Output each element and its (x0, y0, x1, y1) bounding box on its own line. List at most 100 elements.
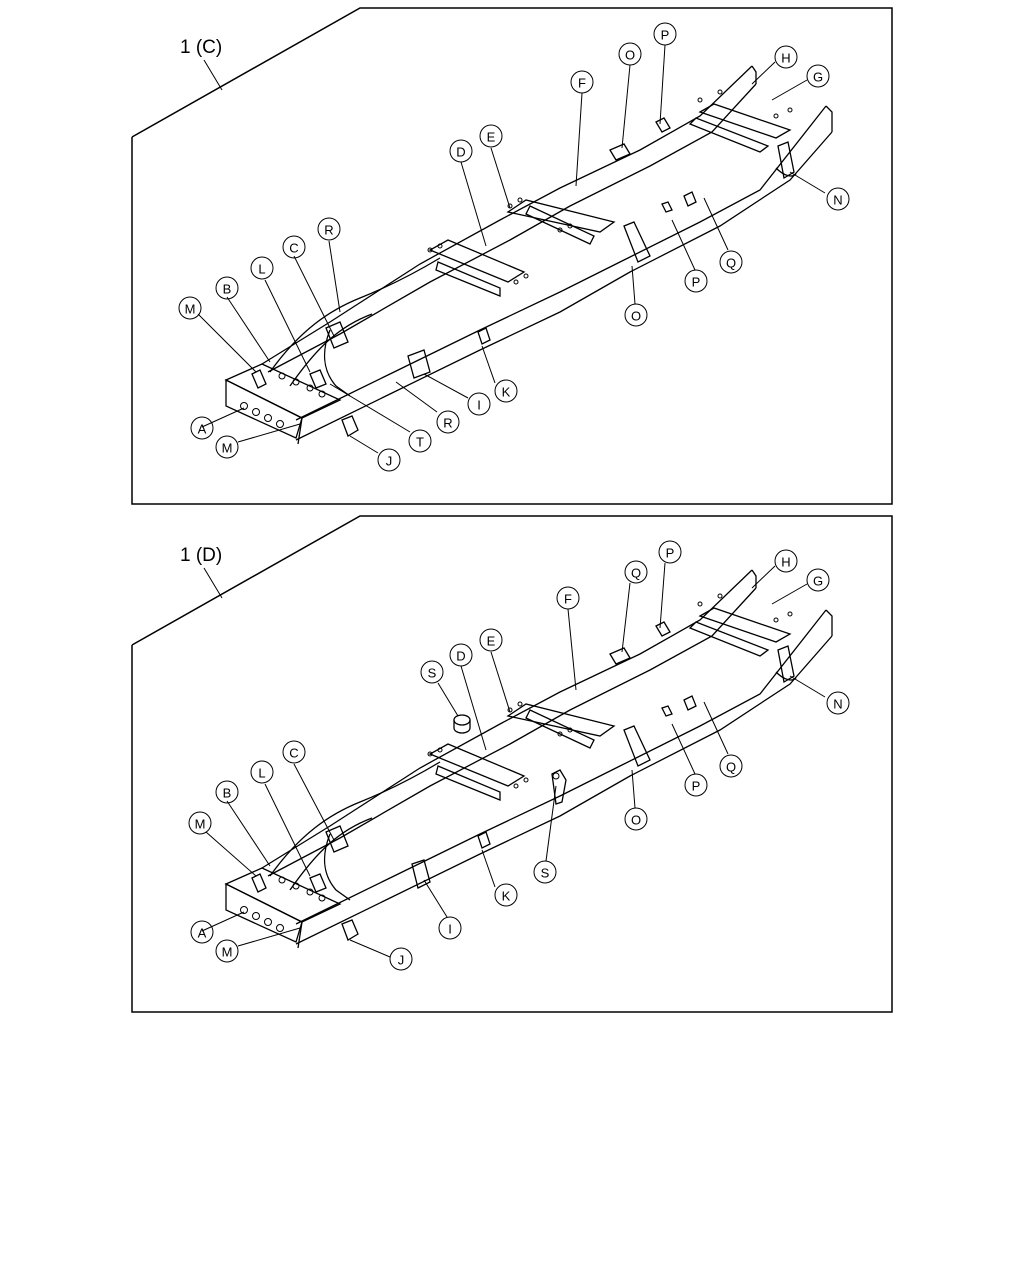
callout-d-p-bottom: P (684, 773, 708, 797)
callout-c-t: T (408, 429, 432, 453)
panel-c-title-leader (203, 59, 223, 91)
callout-c-c: C (282, 235, 306, 259)
callout-d-s-top: S (420, 660, 444, 684)
callout-d-l: L (250, 760, 274, 784)
svg-text:Q: Q (631, 566, 641, 581)
callout-c-r-top: R (317, 217, 341, 241)
panel-d-title: 1 (D) (180, 545, 222, 566)
callout-c-m-top: M (178, 296, 202, 320)
callout-d-h: H (774, 549, 798, 573)
svg-text:T: T (416, 435, 424, 450)
svg-text:L: L (258, 262, 265, 277)
callout-c-q-bottom: Q (719, 250, 743, 274)
svg-text:K: K (502, 385, 511, 400)
callout-c-r-bottom: R (436, 410, 460, 434)
callout-d-q-top: Q (624, 560, 648, 584)
svg-text:G: G (813, 70, 823, 85)
callout-c-i: I (467, 392, 491, 416)
callout-d-m-top: M (188, 811, 212, 835)
callout-d-m-bottom: M (215, 939, 239, 963)
svg-text:C: C (289, 241, 298, 256)
svg-text:I: I (448, 922, 452, 937)
svg-text:F: F (578, 76, 586, 91)
svg-text:R: R (324, 223, 333, 238)
callout-c-m-bottom: M (215, 435, 239, 459)
svg-text:D: D (456, 145, 465, 160)
callout-c-k: K (494, 379, 518, 403)
callout-c-a: A (190, 416, 214, 440)
svg-text:L: L (258, 766, 265, 781)
callout-d-f: F (556, 586, 580, 610)
panel-c-title: 1 (C) (180, 37, 222, 58)
panel-d-title-leader (203, 567, 223, 599)
callout-d-d: D (449, 643, 473, 667)
callout-d-s-bottom: S (533, 860, 557, 884)
callout-c-p-top: P (653, 22, 677, 46)
svg-text:O: O (625, 48, 635, 63)
svg-text:Q: Q (726, 760, 736, 775)
callout-d-a: A (190, 920, 214, 944)
svg-text:B: B (223, 282, 232, 297)
svg-text:S: S (541, 866, 550, 881)
panel-d: 1 (D) (131, 515, 893, 1013)
svg-text:J: J (386, 454, 393, 469)
callout-d-c: C (282, 740, 306, 764)
callout-d-b: B (215, 780, 239, 804)
svg-text:S: S (428, 666, 437, 681)
callout-c-b: B (215, 276, 239, 300)
svg-text:N: N (833, 697, 842, 712)
panel-c-leaders (197, 44, 826, 454)
svg-text:R: R (443, 416, 452, 431)
callout-d-p-top: P (658, 540, 682, 564)
callout-c-l: L (250, 256, 274, 280)
svg-text:P: P (661, 28, 670, 43)
panel-d-callouts: A B C D E F G H I J K L M M N Q O P P Q … (188, 540, 850, 971)
callout-c-e: E (479, 124, 503, 148)
svg-text:P: P (666, 546, 675, 561)
svg-text:M: M (185, 302, 196, 317)
callout-c-j: J (377, 448, 401, 472)
callout-c-g: G (806, 64, 830, 88)
callout-c-h: H (774, 45, 798, 69)
panel-c-callouts: A B C D E F G H I J K L M M N O O P P Q … (178, 22, 850, 472)
panel-c: 1 (C) (131, 7, 893, 505)
svg-text:M: M (222, 945, 233, 960)
callout-d-i: I (438, 916, 462, 940)
callout-c-o-bottom: O (624, 303, 648, 327)
svg-text:H: H (781, 555, 790, 570)
callout-d-n: N (826, 691, 850, 715)
callout-d-e: E (479, 628, 503, 652)
svg-text:B: B (223, 786, 232, 801)
callout-c-p-bottom: P (684, 269, 708, 293)
callout-d-o-bottom: O (624, 807, 648, 831)
callout-d-j: J (389, 947, 413, 971)
callout-c-d: D (449, 139, 473, 163)
svg-text:M: M (222, 441, 233, 456)
panel-d-leaders (201, 562, 826, 958)
svg-text:I: I (477, 398, 481, 413)
svg-text:C: C (289, 746, 298, 761)
chassis-frame-drawing-c (224, 65, 833, 445)
svg-text:N: N (833, 193, 842, 208)
chassis-frame-drawing-d (224, 569, 833, 949)
svg-text:P: P (692, 779, 701, 794)
svg-text:A: A (198, 422, 207, 437)
svg-text:A: A (198, 926, 207, 941)
svg-text:O: O (631, 309, 641, 324)
panel-c-frame (131, 7, 893, 505)
svg-text:K: K (502, 889, 511, 904)
svg-text:M: M (195, 817, 206, 832)
callout-c-f: F (570, 70, 594, 94)
svg-text:G: G (813, 574, 823, 589)
svg-text:O: O (631, 813, 641, 828)
svg-text:H: H (781, 51, 790, 66)
svg-text:J: J (398, 953, 405, 968)
svg-text:P: P (692, 275, 701, 290)
callout-d-q-bottom: Q (719, 754, 743, 778)
svg-text:E: E (487, 130, 496, 145)
callout-d-k: K (494, 883, 518, 907)
svg-text:D: D (456, 649, 465, 664)
svg-text:E: E (487, 634, 496, 649)
callout-c-o-top: O (618, 42, 642, 66)
